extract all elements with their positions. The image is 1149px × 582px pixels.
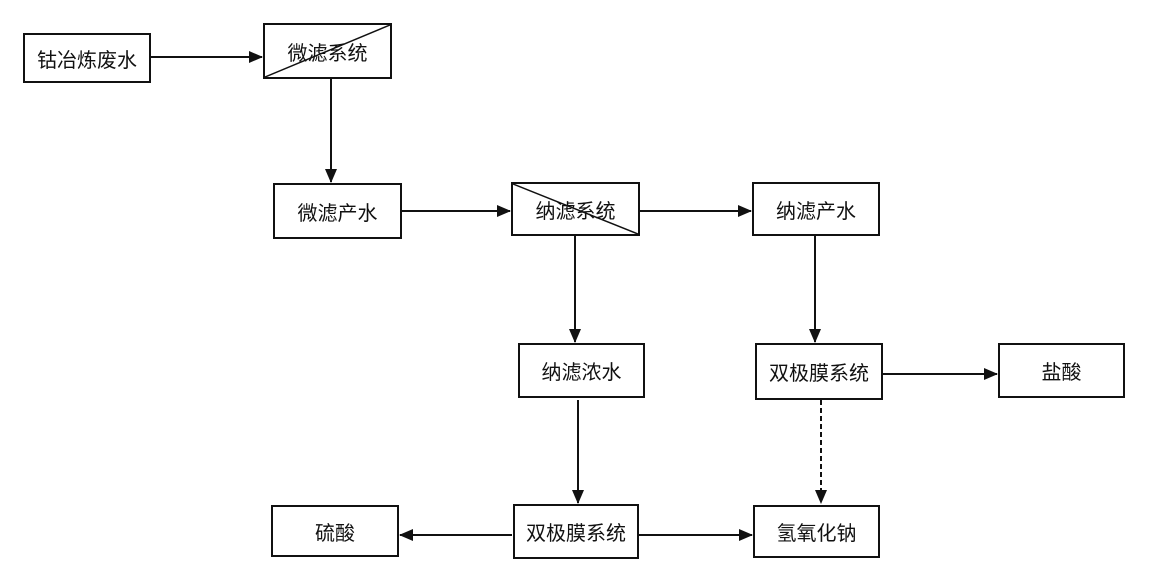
node-mf-product: 微滤产水 — [273, 183, 402, 239]
node-nf-system-label: 纳滤系统 — [535, 198, 616, 223]
node-nf-product: 纳滤产水 — [752, 182, 880, 236]
node-hcl: 盐酸 — [998, 343, 1125, 398]
node-mf-system-label: 微滤系统 — [287, 40, 368, 65]
node-bpm-system-lower-label: 双极膜系统 — [526, 521, 626, 545]
node-wastewater: 钴冶炼废水 — [23, 33, 151, 83]
node-h2so4: 硫酸 — [271, 505, 399, 557]
node-naoh-label: 氢氧化钠 — [776, 521, 857, 545]
node-bpm-system-upper: 双极膜系统 — [755, 343, 883, 400]
node-nf-concentrate: 纳滤浓水 — [518, 343, 645, 398]
node-hcl-label: 盐酸 — [1041, 360, 1082, 384]
node-nf-product-label: 纳滤产水 — [776, 198, 856, 223]
node-mf-system: 微滤系统 — [263, 23, 392, 79]
node-h2so4-label: 硫酸 — [315, 520, 355, 545]
node-wastewater-label: 钴冶炼废水 — [37, 47, 137, 72]
node-bpm-system-upper-label: 双极膜系统 — [769, 361, 869, 385]
node-mf-product-label: 微滤产水 — [297, 200, 378, 225]
node-naoh: 氢氧化钠 — [753, 505, 880, 558]
node-nf-concentrate-label: 纳滤浓水 — [541, 360, 622, 384]
node-bpm-system-lower: 双极膜系统 — [513, 504, 639, 559]
node-nf-system: 纳滤系统 — [511, 182, 640, 236]
